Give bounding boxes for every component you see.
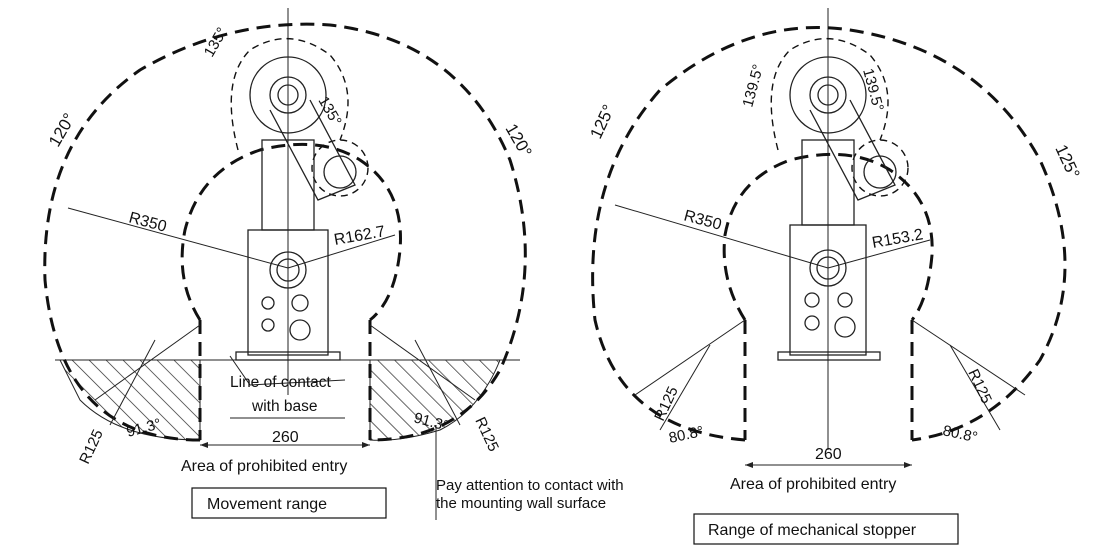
lower-left-leader-b xyxy=(109,339,156,426)
label-prohibited-left: Area of prohibited entry xyxy=(181,458,347,475)
caption-box-movement-range xyxy=(191,487,387,519)
label-angle-lower-right-right: 80.8° xyxy=(941,422,979,446)
wrist-circle-right xyxy=(851,139,909,197)
label-line-of-contact-1: Line of contact xyxy=(230,374,332,391)
shoulder-joint-inner-right xyxy=(809,76,847,114)
base-rotation-joint-right xyxy=(809,249,847,287)
label-angle-lower-left-right: 80.8° xyxy=(667,423,705,447)
forearm-link xyxy=(269,99,356,201)
forearm-link-right xyxy=(809,99,896,201)
dimension-arrow-left xyxy=(200,442,208,448)
base-rotation-inner-right xyxy=(816,256,840,280)
label-radius-inner: R162.7 xyxy=(333,223,387,249)
label-radius-outer-right: R350 xyxy=(682,207,723,233)
r350-leader-right xyxy=(614,204,829,269)
label-angle-upper-left: 135° xyxy=(201,25,231,60)
wrist-joint xyxy=(323,155,357,189)
line-contact-leader xyxy=(249,379,346,386)
outer-range-r350-right xyxy=(591,26,1067,442)
line-contact-leader-2 xyxy=(229,355,251,386)
r350-leader xyxy=(67,207,289,269)
label-pay-attention-2: the mounting wall surface xyxy=(436,495,606,512)
base-rotation-joint xyxy=(269,251,307,289)
label-angle-upper-right-right: 139.5° xyxy=(859,67,887,113)
connector-2 xyxy=(261,318,275,332)
shoulder-joint-right xyxy=(789,56,867,134)
label-width-dimension: 260 xyxy=(272,429,299,446)
label-prohibited-right: Area of prohibited entry xyxy=(730,476,896,493)
label-angle-upper-left-right: 139.5° xyxy=(739,63,767,109)
label-angle-outer-right-right: 125° xyxy=(1051,142,1083,182)
shoulder-joint xyxy=(249,56,327,134)
connector-3 xyxy=(291,294,309,312)
connector-4 xyxy=(289,319,311,341)
r162-leader xyxy=(287,234,396,269)
connector-4-right xyxy=(834,316,856,338)
shoulder-joint-inner xyxy=(269,76,307,114)
base-rotation-inner xyxy=(276,258,300,282)
caption-movement-range: Movement range xyxy=(207,496,327,513)
lower-right-leader-a xyxy=(369,324,476,401)
label-line-of-contact-2: with base xyxy=(251,398,317,415)
left-diagram-movement-range: 135° 135° 120° 120° R350 R162.7 R125 R12… xyxy=(43,8,624,520)
lower-right-leader-right-b xyxy=(949,344,1001,431)
label-radius-inner-right: R153.2 xyxy=(871,226,925,252)
label-radius-lower-left-right: R125 xyxy=(651,384,682,424)
shoulder-joint-core xyxy=(277,84,299,106)
lower-right-leader-b xyxy=(414,339,461,426)
wrist-joint-right xyxy=(863,155,897,189)
label-radius-lower-left: R125 xyxy=(76,427,107,467)
robot-body-right xyxy=(777,56,897,361)
connector-1-right xyxy=(804,292,820,308)
mounting-plate-right xyxy=(777,351,881,361)
robot-body-left xyxy=(235,56,357,361)
right-diagram-mechanical-stopper: 139.5° 139.5° 125° 125° R350 R153.2 R125… xyxy=(586,8,1083,545)
outer-range-r350 xyxy=(43,22,527,442)
wrist-circle xyxy=(311,139,369,197)
r153-leader-right xyxy=(827,239,931,269)
upper-arm-arc xyxy=(230,38,349,151)
label-radius-outer: R350 xyxy=(127,209,168,235)
robot-arm-column-right xyxy=(801,139,855,226)
connector-3-right xyxy=(837,292,853,308)
lower-right-leader-right-a xyxy=(911,319,1026,396)
caption-mechanical-stopper: Range of mechanical stopper xyxy=(708,522,917,539)
robot-arm-column xyxy=(261,139,315,231)
label-pay-attention-1: Pay attention to contact with xyxy=(436,477,624,494)
mounting-plate xyxy=(235,351,341,361)
dimension-arrow-left-right xyxy=(745,462,753,468)
label-width-dimension-right: 260 xyxy=(815,446,842,463)
caption-box-mechanical-stopper xyxy=(693,513,959,545)
label-angle-upper-right: 135° xyxy=(315,94,345,129)
label-radius-lower-right: R125 xyxy=(471,415,502,455)
connector-2-right xyxy=(804,315,820,331)
upper-arm-arc-right xyxy=(770,38,889,151)
lower-left-leader-a xyxy=(94,324,201,401)
dimension-arrow-right xyxy=(362,442,370,448)
label-angle-outer-left: 120° xyxy=(45,110,79,150)
label-angle-outer-right: 120° xyxy=(502,121,536,161)
connector-1 xyxy=(261,296,275,310)
inner-range-r153-right xyxy=(722,152,934,321)
label-angle-outer-left-right: 125° xyxy=(586,102,618,142)
dimension-arrow-right-right xyxy=(904,462,912,468)
lower-left-leader-right-b xyxy=(659,344,711,431)
lower-left-leader-right-a xyxy=(634,319,746,396)
shoulder-joint-core-right xyxy=(817,84,839,106)
